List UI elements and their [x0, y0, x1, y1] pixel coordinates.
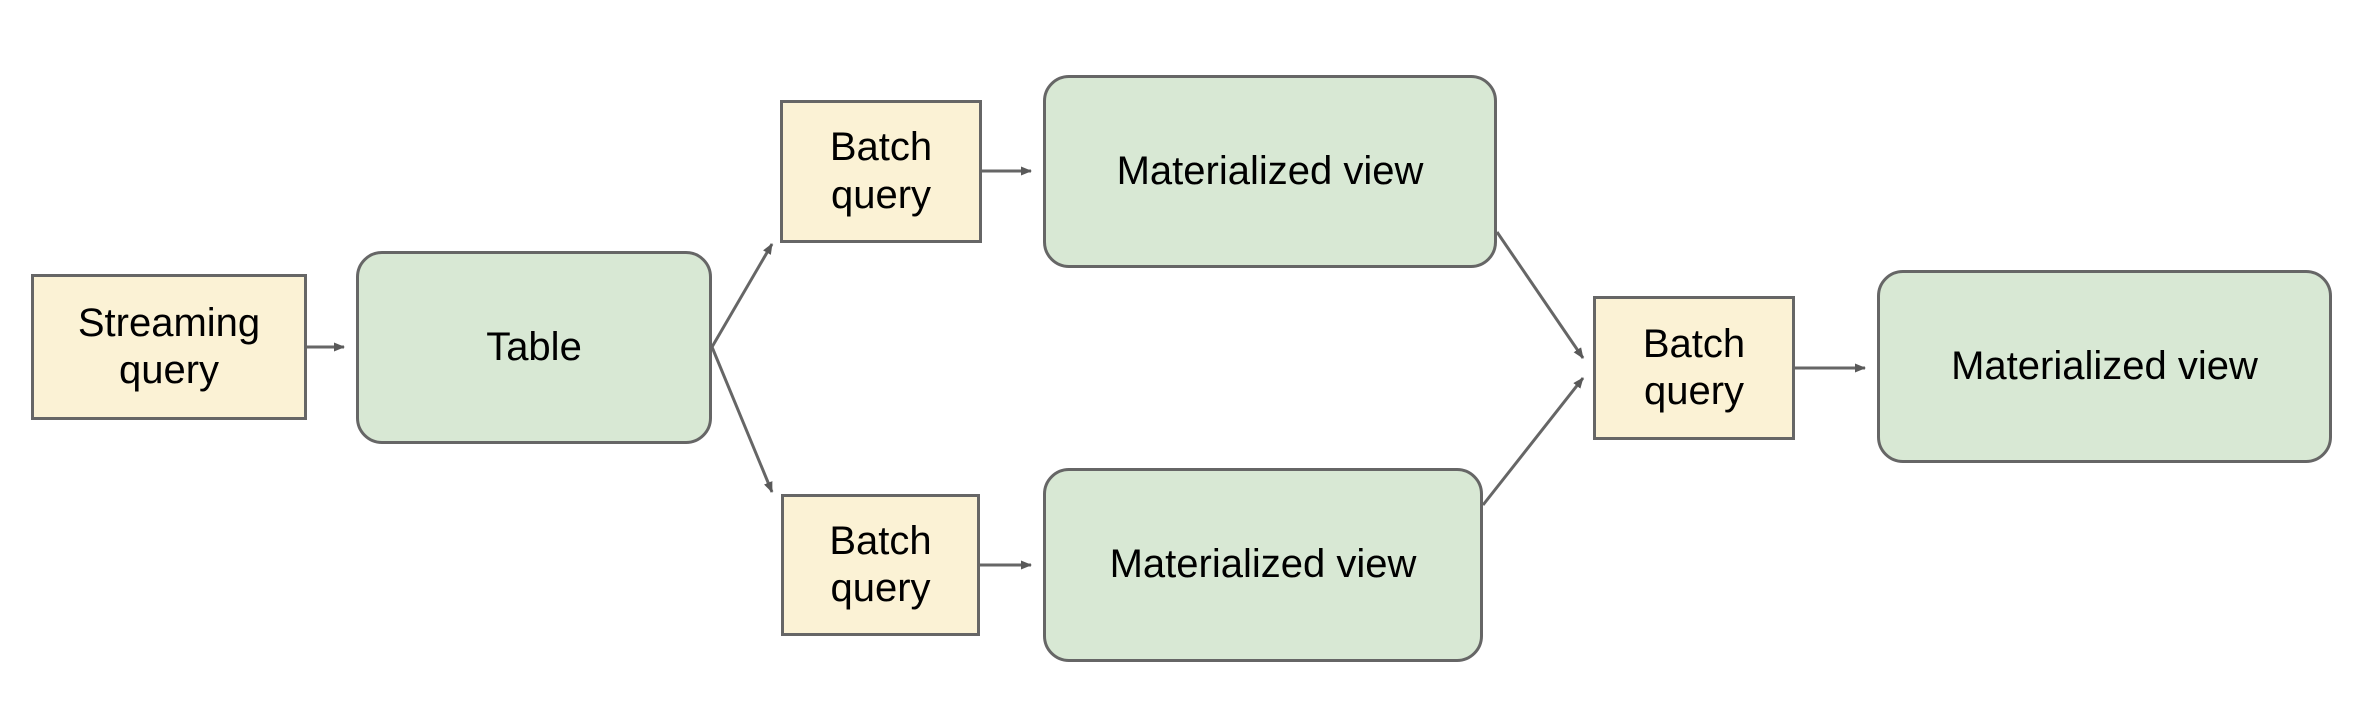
node-label-materialized-view-right: Materialized view — [1951, 343, 2258, 388]
node-label-streaming-query: Streaming query — [77, 300, 261, 392]
node-batch-query-center[interactable]: Batch query — [1593, 296, 1795, 440]
edge-materialized-view-bottom-to-batch-query-center — [1481, 377, 1585, 506]
node-materialized-view-bottom[interactable]: Materialized view — [1043, 468, 1483, 662]
node-label-materialized-view-top: Materialized view — [1116, 148, 1424, 193]
node-batch-query-bottom[interactable]: Batch query — [781, 494, 980, 636]
node-materialized-view-right[interactable]: Materialized view — [1877, 270, 2332, 463]
node-streaming-query[interactable]: Streaming query — [31, 274, 307, 420]
node-label-batch-query-center: Batch query — [1642, 321, 1746, 413]
node-label-materialized-view-bottom: Materialized view — [1109, 542, 1417, 587]
node-label-batch-query-bottom: Batch query — [829, 518, 932, 610]
node-materialized-view-top[interactable]: Materialized view — [1043, 75, 1497, 268]
edge-table-to-batch-query-top — [710, 243, 774, 348]
node-label-batch-query-top: Batch query — [829, 125, 933, 217]
edge-materialized-view-top-to-batch-query-center — [1495, 231, 1585, 359]
edge-table-to-batch-query-bottom — [710, 346, 774, 493]
node-batch-query-top[interactable]: Batch query — [780, 100, 982, 243]
node-table[interactable]: Table — [356, 251, 712, 444]
node-label-table: Table — [486, 324, 582, 369]
